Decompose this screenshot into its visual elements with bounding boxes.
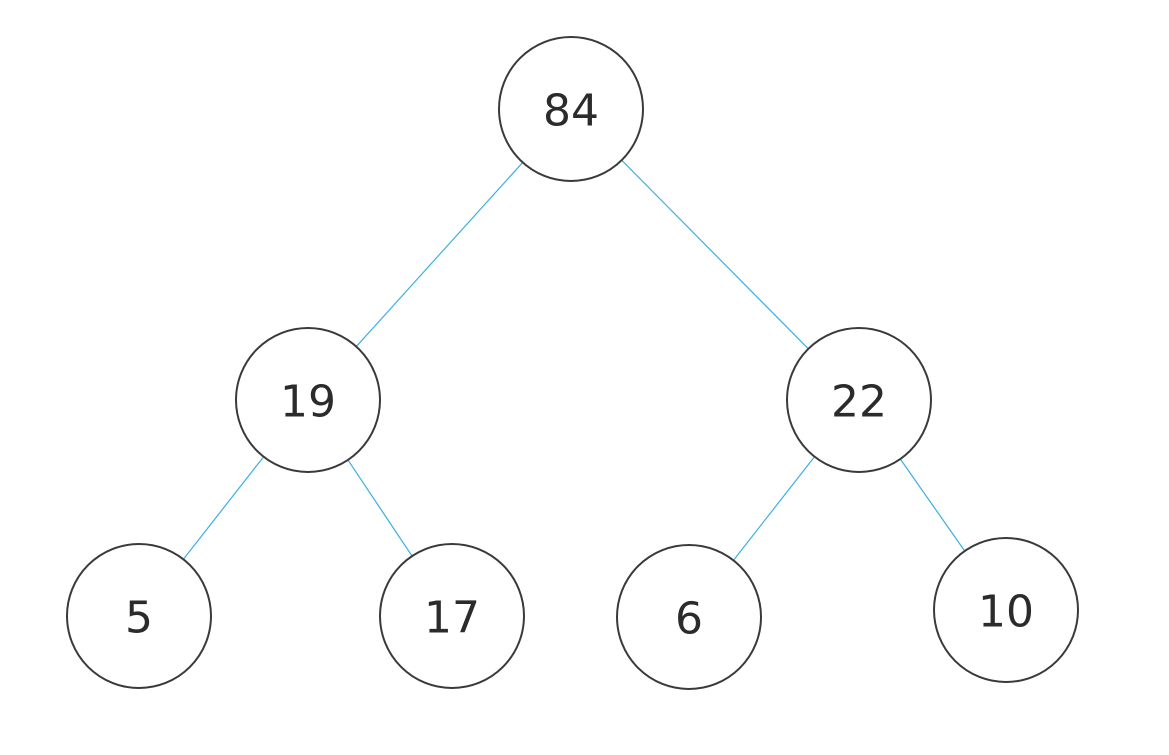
- edge-right-to-right-left: [732, 456, 816, 561]
- node-circle: [379, 543, 525, 689]
- edge-left-to-left-left: [182, 456, 265, 560]
- node-value-label: 19: [280, 377, 336, 428]
- tree-node-right-left: 6: [616, 544, 762, 690]
- nodes-layer: 84 19 22 5 17 6 10: [66, 36, 1079, 690]
- node-value-label: 84: [543, 86, 599, 137]
- node-circle: [933, 537, 1079, 683]
- tree-node-right-right: 10: [933, 537, 1079, 683]
- node-circle: [786, 327, 932, 473]
- node-value-label: 17: [424, 593, 480, 644]
- node-value-label: 6: [675, 594, 703, 645]
- node-value-label: 22: [831, 377, 887, 428]
- edge-root-to-right: [621, 159, 809, 350]
- tree-node-left: 19: [235, 327, 381, 473]
- node-value-label: 5: [125, 593, 153, 644]
- tree-node-left-left: 5: [66, 543, 212, 689]
- node-circle: [235, 327, 381, 473]
- edge-root-to-left: [355, 162, 524, 347]
- node-circle: [616, 544, 762, 690]
- tree-node-left-right: 17: [379, 543, 525, 689]
- node-circle: [498, 36, 644, 182]
- node-circle: [66, 543, 212, 689]
- edge-right-to-right-right: [899, 458, 966, 552]
- edge-left-to-left-right: [347, 459, 413, 557]
- edges-layer: [182, 159, 966, 561]
- tree-node-right: 22: [786, 327, 932, 473]
- tree-node-root: 84: [498, 36, 644, 182]
- node-value-label: 10: [978, 587, 1034, 638]
